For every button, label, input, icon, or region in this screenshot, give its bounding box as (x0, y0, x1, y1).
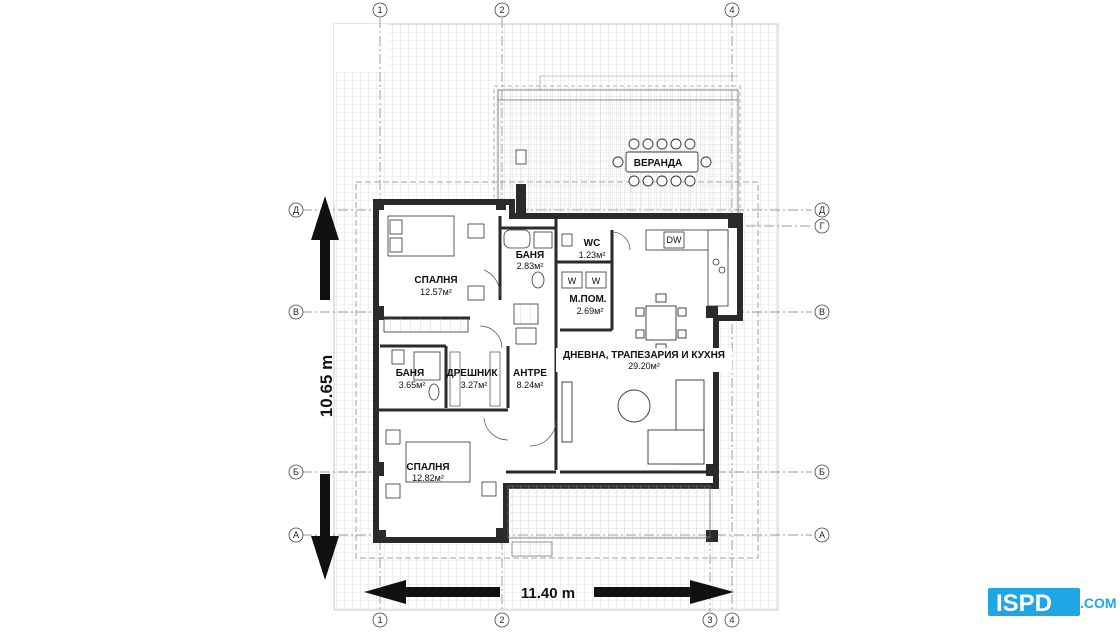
room-area-utility: 2.69м² (577, 306, 604, 316)
kitchen-counter (645, 229, 729, 307)
axis-label-bottom-4: 4 (729, 615, 734, 625)
axis-label-bottom-1: 1 (377, 615, 382, 625)
veranda-bench (515, 149, 527, 165)
room-label-bedroom-2: СПАЛНЯ (406, 462, 449, 473)
axis-label-top-2: 2 (499, 5, 504, 15)
closet-shelves (449, 351, 501, 407)
front-terrace (507, 485, 711, 539)
dishwasher-label: DW (667, 235, 682, 245)
axis-markers-bottom (372, 612, 740, 628)
width-dimension-label: 11.40 m (521, 585, 575, 602)
axis-label-left-d: Д (293, 205, 299, 215)
room-area-wc: 1.23м² (579, 250, 606, 260)
axis-label-top-4: 4 (729, 5, 734, 15)
logo-badge: ISPD (988, 588, 1080, 617)
room-area-living: 29.20м² (628, 361, 660, 371)
height-dimension-label: 10.65 m (317, 355, 336, 417)
axis-label-right-d: Д (819, 205, 825, 215)
bedroom-1-furniture (383, 215, 485, 333)
living-furniture (561, 379, 705, 465)
axis-markers-left (288, 202, 304, 543)
room-area-bedroom-1: 12.57м² (420, 287, 452, 297)
door-swings (479, 231, 631, 447)
entry-furniture (513, 303, 539, 345)
washer-label-1: W (568, 276, 577, 286)
wc-laundry-fixtures (561, 233, 607, 289)
room-label-closet: ДРЕШНИК (446, 368, 498, 379)
axis-label-left-v: В (293, 307, 299, 317)
washer-label-2: W (592, 276, 601, 286)
axis-label-top-1: 1 (377, 5, 382, 15)
veranda-pergola (497, 75, 739, 219)
room-label-entry: АНТРЕ (513, 368, 547, 379)
bath-2-fixtures (391, 349, 441, 401)
room-area-entry: 8.24м² (517, 380, 544, 390)
axis-label-left-a: А (293, 530, 299, 540)
axis-markers-top (372, 2, 740, 18)
axis-markers-right (814, 202, 830, 543)
room-area-bath-1: 2.83м² (517, 261, 544, 271)
axis-label-right-a: А (819, 530, 825, 540)
axis-label-right-v: В (819, 307, 825, 317)
room-area-bath-2: 3.65м² (399, 380, 426, 390)
columns (374, 184, 740, 542)
ispd-logo[interactable]: ISPD .COM (988, 586, 1117, 620)
bedroom-2-furniture (385, 429, 497, 499)
entry-step (511, 541, 553, 557)
axis-label-bottom-2: 2 (499, 615, 504, 625)
room-label-veranda: ВЕРАНДА (634, 158, 682, 169)
axis-label-left-b: Б (293, 467, 299, 477)
logo-text: ISPD (996, 590, 1053, 617)
room-area-closet: 3.27м² (461, 380, 488, 390)
height-dimension-arrow (311, 196, 339, 580)
width-dimension-arrow (364, 580, 734, 604)
room-label-living: ДНЕВНА, ТРАПЕЗАРИЯ И КУХНЯ (563, 350, 725, 361)
living-label-bg (556, 348, 732, 372)
room-label-wc: WC (584, 238, 601, 249)
axis-label-right-b: Б (819, 467, 825, 477)
axis-label-bottom-3: 3 (707, 615, 712, 625)
bath-1-fixtures (503, 229, 553, 289)
room-label-utility: М.ПОМ. (569, 294, 606, 305)
veranda-label-bg (630, 154, 686, 169)
room-area-bedroom-2: 12.82м² (412, 473, 444, 483)
axis-label-right-g: Г (820, 221, 825, 231)
room-label-bath-1: БАНЯ (516, 250, 544, 261)
room-label-bedroom-1: СПАЛНЯ (414, 275, 457, 286)
room-label-bath-2: БАНЯ (396, 368, 424, 379)
logo-domain: .COM (1080, 595, 1117, 611)
